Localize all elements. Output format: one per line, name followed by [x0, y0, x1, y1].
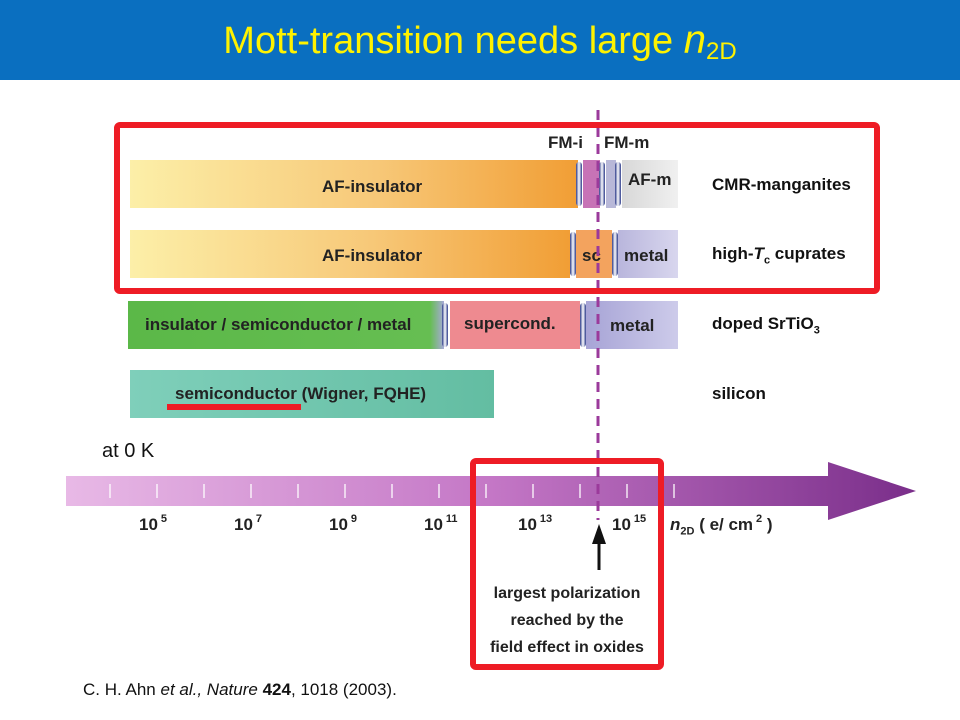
material-doped-srtio3: doped SrTiO3 — [712, 314, 820, 337]
temperature-note: at 0 K — [102, 440, 155, 462]
phase-insulator-semiconductor-metal: insulator / semiconductor / metal — [145, 315, 412, 334]
phase-metal-srtio3: metal — [610, 316, 655, 335]
row-srtio3-bar — [128, 301, 678, 349]
polarization-arrowhead — [592, 524, 606, 544]
phase-semiconductor: semiconductor (Wigner, FQHE) — [175, 384, 427, 403]
title-banner — [0, 0, 960, 80]
phase-metal-cuprates: metal — [624, 246, 669, 265]
row-silicon-bar — [130, 370, 494, 418]
phase-sc: sc — [582, 246, 601, 265]
polarization-note: largest polarization reached by the fiel… — [478, 580, 656, 661]
material-cmr-manganites: CMR-manganites — [712, 175, 851, 194]
label-fm-i: FM-i — [548, 133, 583, 152]
semiconductor-underline — [167, 404, 301, 410]
polarization-note-line-3: field effect in oxides — [490, 639, 644, 656]
highlight-box-oxides — [114, 122, 880, 294]
phase-supercond: supercond. — [464, 314, 556, 333]
row-cmr-manganites-bar — [130, 160, 678, 208]
citation: C. H. Ahn et al., Nature 424, 1018 (2003… — [83, 680, 397, 699]
axis-arrow — [66, 462, 916, 520]
slide-title: Mott-transition needs large n2D — [223, 18, 737, 65]
highlight-box-field-effect — [470, 458, 664, 670]
row-cuprates-bar — [130, 230, 678, 278]
polarization-note-line-1: largest polarization — [493, 585, 641, 602]
polarization-note-line-2: reached by the — [510, 612, 624, 629]
axis-tick-marks — [109, 484, 675, 498]
label-fm-m: FM-m — [604, 133, 650, 152]
material-high-tc-cuprates: high-Tc cuprates — [712, 244, 846, 267]
material-silicon: silicon — [712, 384, 766, 403]
phase-af-insulator: AF-insulator — [322, 177, 423, 196]
phase-af-insulator-cuprates: AF-insulator — [322, 246, 423, 265]
phase-af-m: AF-m — [628, 170, 672, 189]
